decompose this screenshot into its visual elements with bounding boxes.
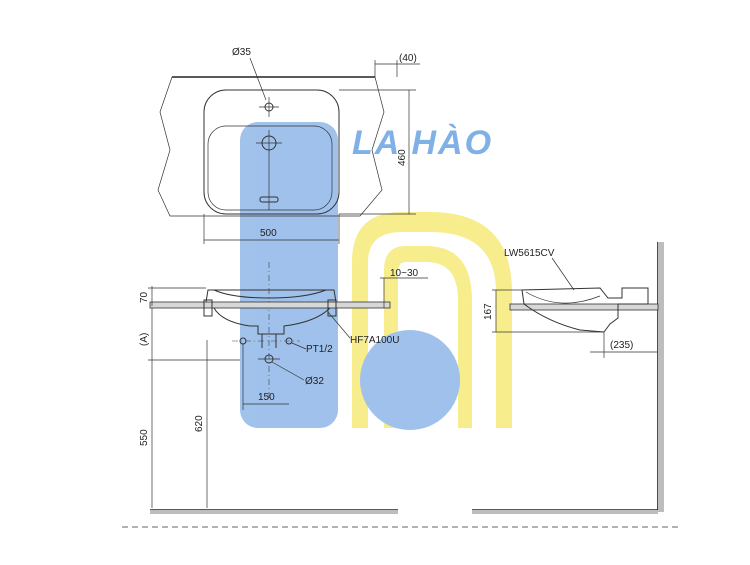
side-wall-hatch bbox=[658, 242, 664, 512]
a-label: (A) bbox=[139, 333, 150, 346]
pt-label: PT1/2 bbox=[306, 344, 333, 355]
side-floor-hatch bbox=[472, 510, 658, 514]
watermark-blue-bar bbox=[240, 122, 338, 428]
offset-label: 150 bbox=[258, 392, 275, 403]
height-620-label: 620 bbox=[194, 415, 205, 432]
pt-leader bbox=[291, 342, 307, 350]
countertop-slab bbox=[149, 301, 391, 309]
pipe-leader bbox=[271, 361, 305, 381]
hole-diameter-label: Ø35 bbox=[232, 47, 251, 58]
cutout-boundary bbox=[157, 76, 385, 217]
counter-thickness-label: 10~30 bbox=[390, 268, 419, 279]
hole-leader bbox=[249, 57, 267, 101]
side-view: LW5615CV 167 (235) bbox=[472, 242, 664, 514]
basin-bowl-profile bbox=[213, 289, 327, 299]
overflow-slot bbox=[259, 196, 279, 203]
basin-bowl bbox=[207, 125, 333, 211]
basin-outline bbox=[203, 89, 340, 215]
clip-right bbox=[327, 299, 337, 317]
side-height-label: 167 bbox=[483, 303, 494, 320]
watermark-logo bbox=[240, 122, 512, 430]
depth-label: 460 bbox=[397, 149, 408, 166]
model-leader bbox=[551, 257, 575, 291]
model-label: LW5615CV bbox=[504, 248, 555, 259]
side-basin-inner bbox=[525, 291, 601, 304]
side-basin-profile bbox=[521, 287, 649, 333]
overhang-label: (40) bbox=[399, 53, 417, 64]
width-label: 500 bbox=[260, 228, 277, 239]
rim-height-label: 70 bbox=[139, 291, 150, 303]
front-view: 70 10~30 HF7A100U PT1/2 Ø32 150 (A) 550 … bbox=[139, 262, 428, 514]
side-countertop bbox=[509, 303, 659, 311]
wall-offset-label: (235) bbox=[610, 340, 633, 351]
basin-underside bbox=[213, 307, 331, 335]
drain-code-leader bbox=[327, 311, 351, 339]
watermark-brand-text: LA HÀO bbox=[352, 124, 493, 162]
pipe-diameter-label: Ø32 bbox=[305, 376, 324, 387]
drain-code-label: HF7A100U bbox=[350, 335, 399, 346]
watermark-blue-circle bbox=[360, 330, 460, 430]
top-view: Ø35 (40) 460 500 bbox=[157, 47, 420, 244]
clip-left bbox=[203, 299, 213, 317]
front-floor-hatch bbox=[150, 510, 398, 514]
basin-rim bbox=[205, 289, 337, 303]
height-550-label: 550 bbox=[139, 429, 150, 446]
